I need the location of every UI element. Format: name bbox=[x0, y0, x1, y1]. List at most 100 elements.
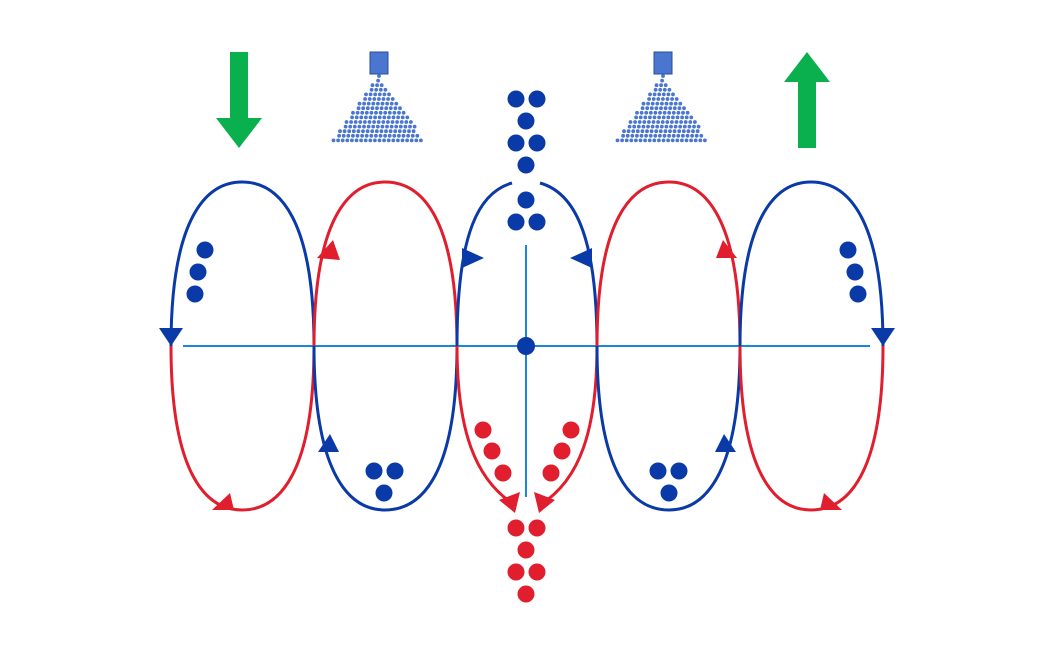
spray-droplet bbox=[376, 120, 381, 124]
spray-droplet bbox=[364, 115, 368, 120]
spray-droplet bbox=[687, 124, 692, 129]
spray-droplet bbox=[379, 83, 384, 88]
spray-droplet bbox=[703, 138, 707, 143]
particle bbox=[528, 134, 546, 152]
spray-droplet bbox=[670, 97, 674, 101]
particle bbox=[186, 285, 204, 303]
spray-droplet bbox=[643, 138, 647, 143]
loop-5-arrowhead-bottom-icon bbox=[820, 493, 842, 510]
spray-droplet bbox=[654, 106, 659, 111]
spray-droplet bbox=[355, 110, 360, 115]
spray-droplet bbox=[676, 110, 681, 115]
spray-droplet bbox=[663, 129, 668, 134]
spray-droplet bbox=[381, 120, 386, 124]
spray-droplet bbox=[684, 115, 689, 120]
spray-droplet bbox=[644, 110, 649, 115]
spray-droplet bbox=[668, 106, 673, 111]
spray-droplet bbox=[644, 133, 648, 138]
spray-droplet bbox=[358, 120, 363, 124]
spray-droplet bbox=[640, 129, 645, 134]
particle bbox=[507, 213, 525, 231]
particle bbox=[386, 462, 404, 480]
spray-droplet bbox=[622, 129, 626, 134]
loop-1-arrowhead-bottom-icon bbox=[212, 493, 234, 510]
spray-droplet bbox=[674, 120, 679, 124]
spray-droplet bbox=[379, 106, 384, 111]
spray-droplet bbox=[658, 87, 663, 92]
spray-droplet bbox=[699, 133, 704, 138]
spray-droplet bbox=[403, 124, 408, 129]
spray-droplet bbox=[372, 97, 377, 101]
spray-droplet bbox=[346, 133, 351, 138]
particle bbox=[562, 421, 580, 439]
spray-droplet bbox=[645, 106, 650, 111]
spray-droplet bbox=[370, 129, 375, 134]
spray-droplet bbox=[650, 124, 655, 129]
spray-droplet bbox=[388, 106, 393, 111]
spray-droplet bbox=[400, 115, 405, 120]
spray-droplet bbox=[387, 92, 391, 97]
spray-droplet bbox=[394, 124, 399, 129]
spray-droplet bbox=[409, 138, 414, 143]
loop-4-arrowhead-down-icon bbox=[716, 240, 737, 258]
spray-droplet bbox=[384, 129, 388, 134]
spray-droplet bbox=[641, 101, 646, 106]
spray-droplet bbox=[414, 138, 419, 143]
spray-droplet bbox=[636, 124, 641, 129]
spray-droplet bbox=[686, 129, 691, 134]
spray-droplet bbox=[669, 101, 673, 106]
spray-droplet bbox=[371, 101, 376, 106]
spray-droplet bbox=[393, 129, 398, 134]
spray-droplet bbox=[663, 106, 668, 111]
particle bbox=[365, 462, 383, 480]
spray-droplet bbox=[378, 133, 383, 138]
particle bbox=[507, 90, 525, 108]
spray-droplet bbox=[628, 120, 633, 124]
spray-droplet bbox=[632, 124, 637, 129]
spray-droplet bbox=[397, 110, 401, 115]
spray-droplet bbox=[685, 133, 690, 138]
spray-droplet bbox=[356, 129, 361, 134]
spray-droplet bbox=[659, 83, 663, 88]
particle bbox=[542, 464, 560, 482]
particle bbox=[528, 519, 546, 537]
spray-droplet bbox=[658, 133, 662, 138]
spray-droplet bbox=[680, 138, 684, 143]
spray-droplet bbox=[692, 124, 696, 129]
spray-droplet bbox=[690, 133, 694, 138]
loop-3-arrowhead-right-icon bbox=[570, 248, 592, 268]
spray-droplet bbox=[648, 92, 652, 97]
spray-droplet bbox=[365, 129, 370, 134]
spray-droplet bbox=[338, 129, 342, 134]
spray-droplet bbox=[661, 138, 666, 143]
spray-droplet bbox=[394, 101, 399, 106]
spray-droplet bbox=[659, 106, 663, 111]
spray-droplet bbox=[615, 138, 620, 143]
particle bbox=[849, 285, 867, 303]
spray-droplet bbox=[669, 124, 673, 129]
spray-droplet bbox=[694, 133, 699, 138]
spray-droplet bbox=[645, 129, 649, 134]
spray-droplet bbox=[634, 115, 638, 120]
loop-1 bbox=[159, 180, 316, 512]
spray-droplet bbox=[620, 138, 624, 143]
spray-droplet bbox=[401, 110, 406, 115]
spray-droplet bbox=[353, 120, 358, 124]
spray-droplet bbox=[672, 129, 677, 134]
loop-2-upper-arc bbox=[312, 180, 459, 347]
spray-droplet bbox=[392, 133, 397, 138]
spray-droplet bbox=[352, 124, 357, 129]
spray-droplet bbox=[331, 138, 336, 143]
spray-droplet bbox=[641, 124, 646, 129]
spray-droplet bbox=[386, 138, 391, 143]
spray-droplet bbox=[361, 106, 366, 111]
spray-droplet bbox=[685, 110, 690, 115]
spray-droplet bbox=[653, 87, 658, 92]
spray-droplet bbox=[369, 87, 374, 92]
spray-droplet bbox=[378, 110, 383, 115]
spray-droplet bbox=[375, 83, 379, 88]
spray-droplet bbox=[377, 115, 382, 120]
spray-droplet bbox=[369, 133, 374, 138]
spray-droplet bbox=[677, 129, 682, 134]
particle bbox=[846, 263, 864, 281]
